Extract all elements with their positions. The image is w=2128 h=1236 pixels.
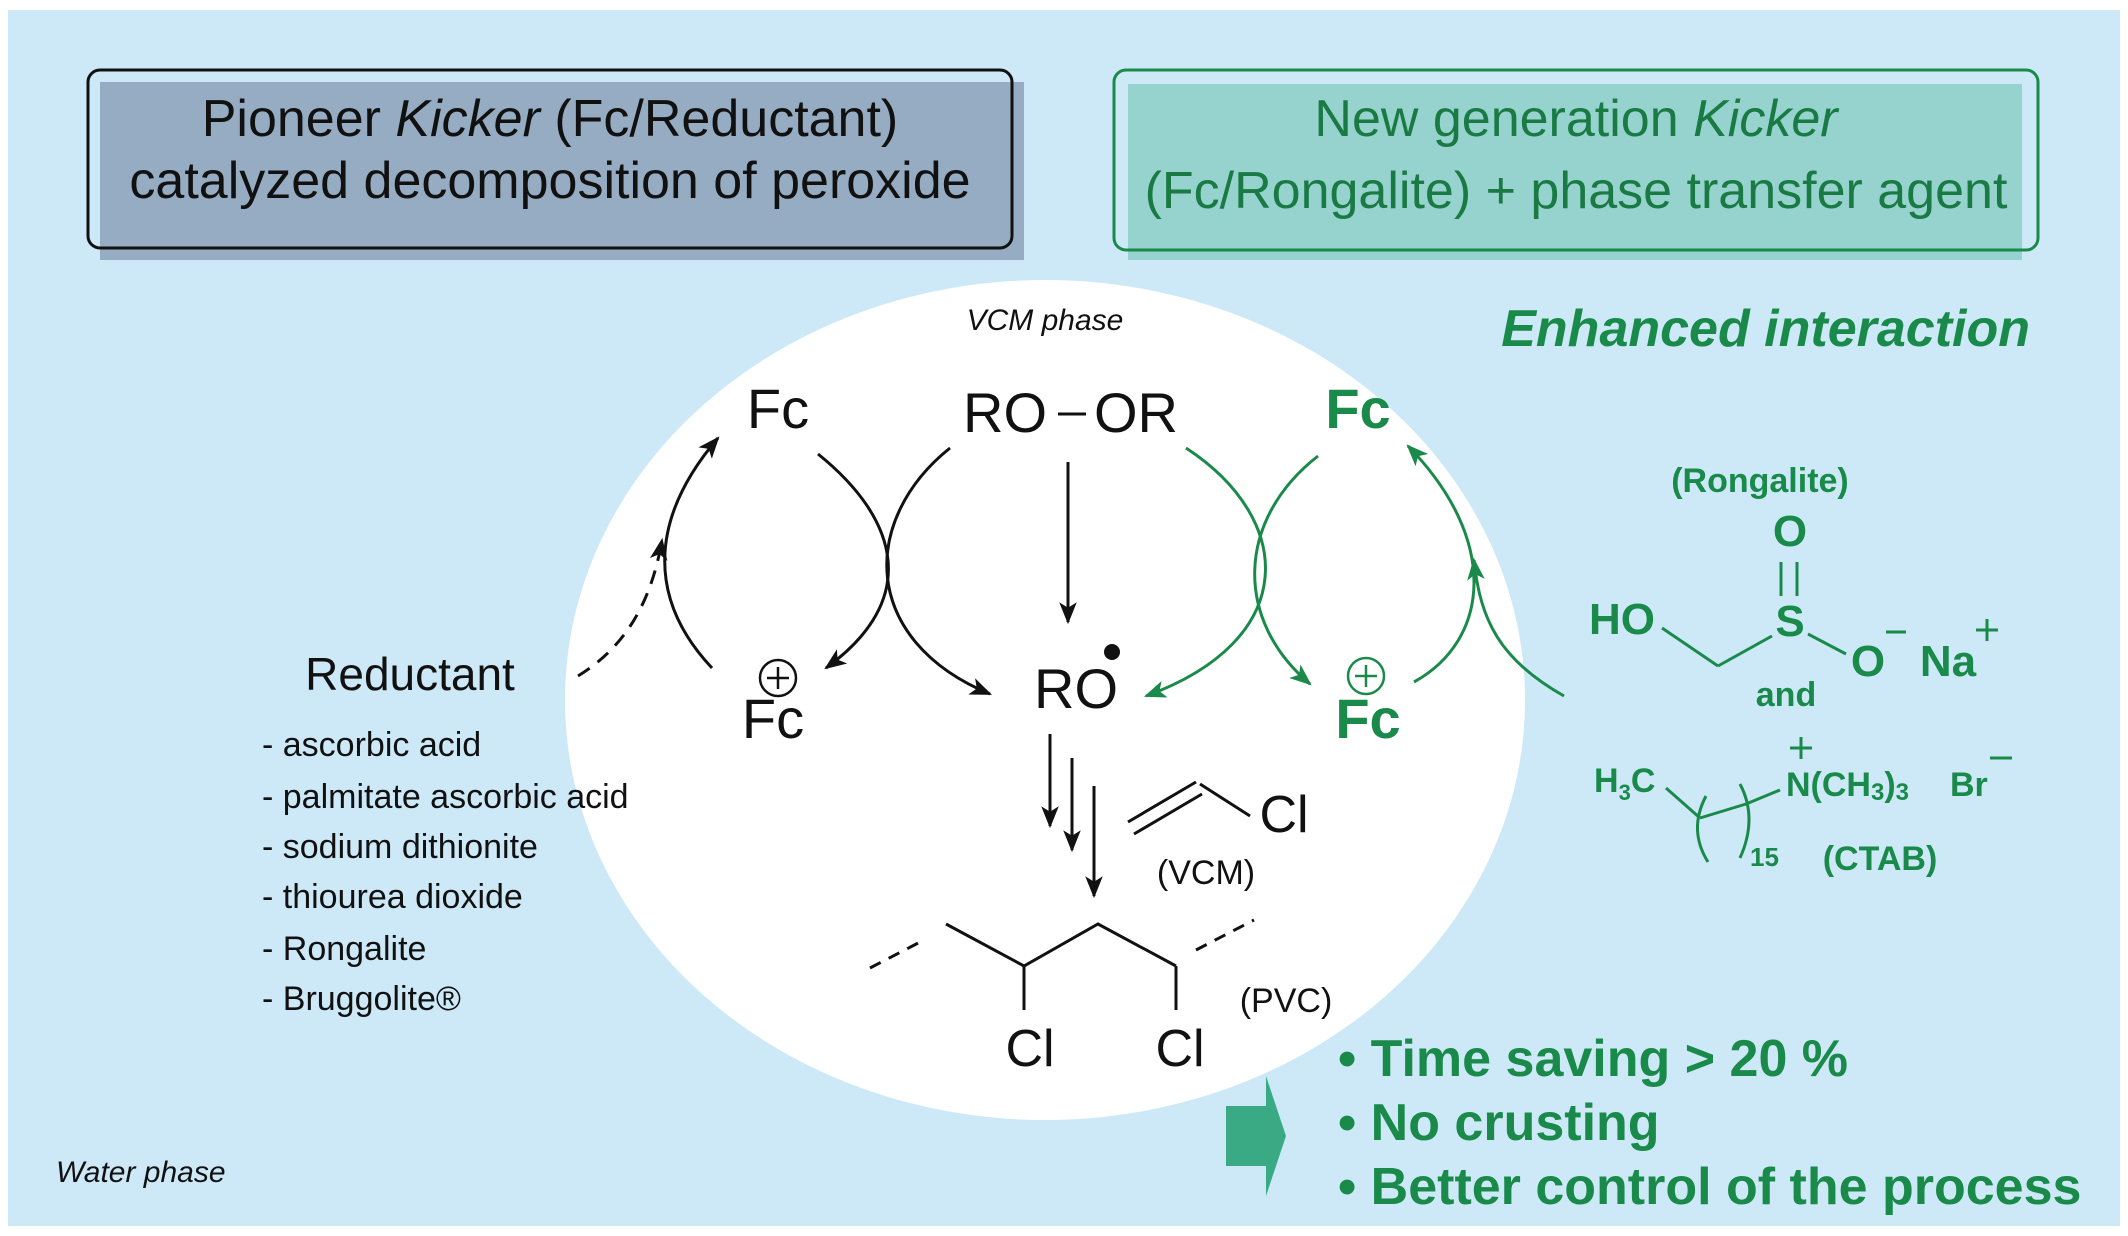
svg-text:O: O: [1851, 637, 1885, 686]
arrow-green-fcplus-to-fc: [1406, 444, 1476, 684]
right-box-line1: New generation Kicker: [1314, 90, 1840, 148]
svg-text:Cl: Cl: [1005, 1020, 1054, 1078]
list-item: • Better control of the process: [1338, 1158, 2081, 1216]
ctab-structure: H3C 15 N(CH3)3 Br (CTAB): [1594, 737, 2012, 878]
pvc-structure: Cl Cl: [869, 918, 1255, 1078]
water-phase-label: Water phase: [56, 1156, 226, 1189]
svg-text:Na: Na: [1920, 637, 1977, 686]
arrow-green-fc-to-fcplus: [1253, 454, 1319, 686]
radical-dot: [1104, 644, 1120, 660]
pioneer-kicker-box: Pioneer Kicker (Fc/Reductant) catalyzed …: [86, 68, 1024, 260]
ro-radical: RO: [1034, 657, 1118, 720]
vcm-phase-label: VCM phase: [967, 304, 1124, 337]
peroxide-or: OR: [1094, 381, 1178, 444]
arrow-peroxide-to-ro: [885, 446, 993, 696]
svg-text:15: 15: [1750, 842, 1779, 872]
svg-text:Br: Br: [1950, 766, 1988, 804]
arrow-reductant-dashed: [577, 537, 668, 678]
new-generation-kicker-box: New generation Kicker (Fc/Rongalite) + p…: [1112, 68, 2040, 260]
svg-text:H3C: H3C: [1594, 762, 1655, 805]
fc-plus-green: Fc: [1335, 687, 1400, 750]
svg-text:HO: HO: [1589, 595, 1655, 644]
reductant-list: - ascorbic acid - palmitate ascorbic aci…: [262, 726, 629, 1018]
fc-plus-black: Fc: [742, 687, 804, 750]
reductant-title: Reductant: [305, 648, 515, 700]
left-box-line1: Pioneer Kicker (Fc/Reductant): [202, 90, 899, 148]
fc-black: Fc: [747, 377, 809, 440]
right-box-line2: (Fc/Rongalite) + phase transfer agent: [1145, 162, 2008, 220]
plus-charge-icon: [758, 658, 798, 698]
svg-text:Cl: Cl: [1155, 1020, 1204, 1078]
benefits-list: • Time saving > 20 % • No crusting • Bet…: [1338, 1030, 2081, 1216]
plus-charge-icon: [1346, 656, 1386, 696]
list-item: - Rongalite: [262, 930, 426, 968]
list-item: - sodium dithionite: [262, 828, 538, 866]
list-item: - Bruggolite®: [262, 980, 461, 1018]
vcm-structure: Cl: [1127, 780, 1309, 844]
svg-text:S: S: [1775, 597, 1804, 646]
list-item: - ascorbic acid: [262, 726, 481, 764]
svg-text:(Rongalite): (Rongalite): [1671, 462, 1849, 500]
list-item: - palmitate ascorbic acid: [262, 778, 629, 816]
svg-text:(CTAB): (CTAB): [1823, 840, 1938, 878]
list-item: • Time saving > 20 %: [1338, 1030, 1848, 1088]
list-item: • No crusting: [1338, 1094, 1660, 1152]
svg-text:N(CH3)3: N(CH3)3: [1786, 766, 1909, 806]
left-box-line2: catalyzed decomposition of peroxide: [129, 152, 970, 210]
svg-text:and: and: [1756, 676, 1816, 714]
svg-text:O: O: [1773, 507, 1807, 556]
arrow-green-peroxide-to-ro: [1143, 446, 1267, 698]
vcm-label: (VCM): [1157, 854, 1255, 892]
svg-text:Cl: Cl: [1259, 786, 1308, 844]
fc-green: Fc: [1325, 377, 1390, 440]
enhanced-interaction-label: Enhanced interaction: [1501, 300, 2030, 358]
pvc-label: (PVC): [1240, 982, 1333, 1020]
result-arrow-icon: [1226, 1076, 1286, 1196]
peroxide-ro: RO: [963, 381, 1047, 444]
arrow-rongalite-to-cycle: [1467, 557, 1565, 698]
list-item: - thiourea dioxide: [262, 878, 523, 916]
rongalite-structure: (Rongalite) O S HO O Na and: [1589, 462, 1998, 714]
